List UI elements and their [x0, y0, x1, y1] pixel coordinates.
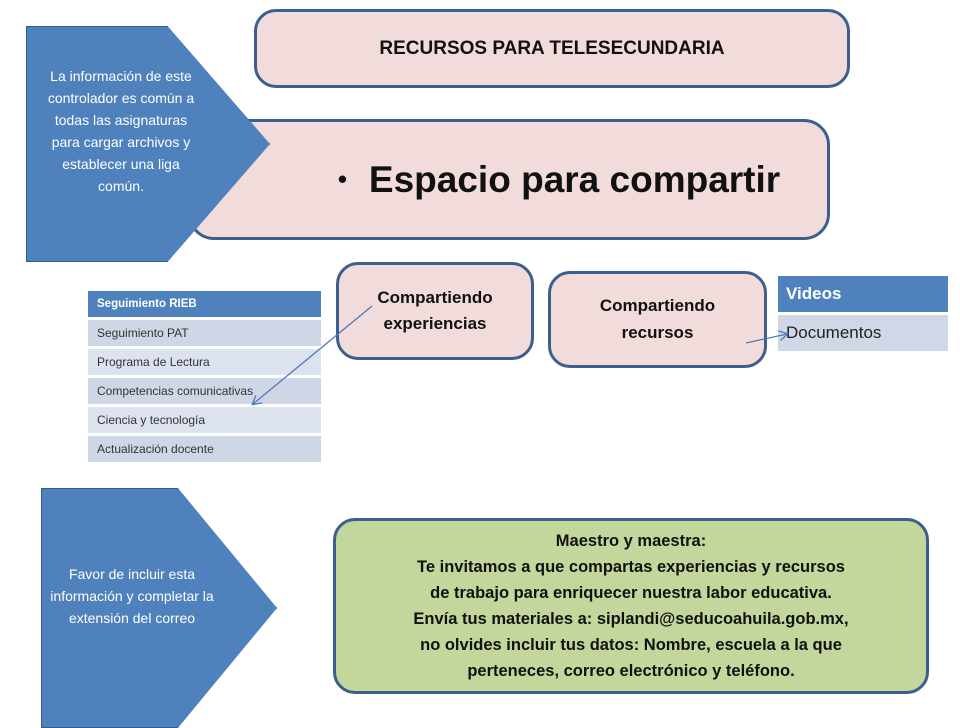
share-resources-line2: recursos [621, 322, 694, 342]
media-menu: Videos Documentos [778, 276, 948, 354]
message-line: Envía tus materiales a: siplandi@seducoa… [413, 610, 849, 628]
message-line: Te invitamos a que compartas experiencia… [417, 558, 845, 576]
note-email-text: Favor de incluir esta información y comp… [50, 566, 214, 626]
note-controller-text: La información de este controlador es co… [47, 68, 195, 194]
menu-item-actualizacion-docente[interactable]: Actualización docente [88, 436, 321, 463]
menu-item-seguimiento-pat[interactable]: Seguimiento PAT [88, 320, 321, 347]
share-experiences-line1: Compartiendo [377, 287, 493, 307]
menu-item-competencias[interactable]: Competencias comunicativas [88, 378, 321, 405]
note-email: Favor de incluir esta información y comp… [41, 488, 277, 728]
share-resources-box[interactable]: Compartiendo recursos [548, 271, 767, 368]
message-line: Maestro y maestra: [555, 532, 707, 550]
title-box: RECURSOS PARA TELESECUNDARIA [254, 9, 850, 88]
menu-item-ciencia-tecnologia[interactable]: Ciencia y tecnología [88, 407, 321, 434]
message-line: no olvides incluir tus datos: Nombre, es… [420, 636, 842, 654]
share-experiences-box[interactable]: Compartiendo experiencias [336, 262, 534, 360]
menu-item-programa-lectura[interactable]: Programa de Lectura [88, 349, 321, 376]
message-line: de trabajo para enriquecer nuestra labor… [430, 584, 832, 602]
media-item-videos[interactable]: Videos [778, 276, 948, 312]
bullet-icon: • [337, 164, 347, 194]
media-item-documentos[interactable]: Documentos [778, 315, 948, 351]
topics-menu: Seguimiento RIEB Seguimiento PAT Program… [88, 291, 321, 465]
share-experiences-line2: experiencias [383, 314, 487, 333]
message-line: perteneces, correo electrónico y teléfon… [467, 662, 795, 680]
page-title: RECURSOS PARA TELESECUNDARIA [379, 37, 725, 59]
share-resources-line1: Compartiendo [599, 296, 716, 316]
message-box: Maestro y maestra: Te invitamos a que co… [333, 518, 929, 694]
banner-text: Espacio para compartir [368, 158, 781, 200]
menu-item-seguimiento-rieb[interactable]: Seguimiento RIEB [88, 291, 321, 318]
banner-box: • Espacio para compartir [188, 119, 830, 240]
